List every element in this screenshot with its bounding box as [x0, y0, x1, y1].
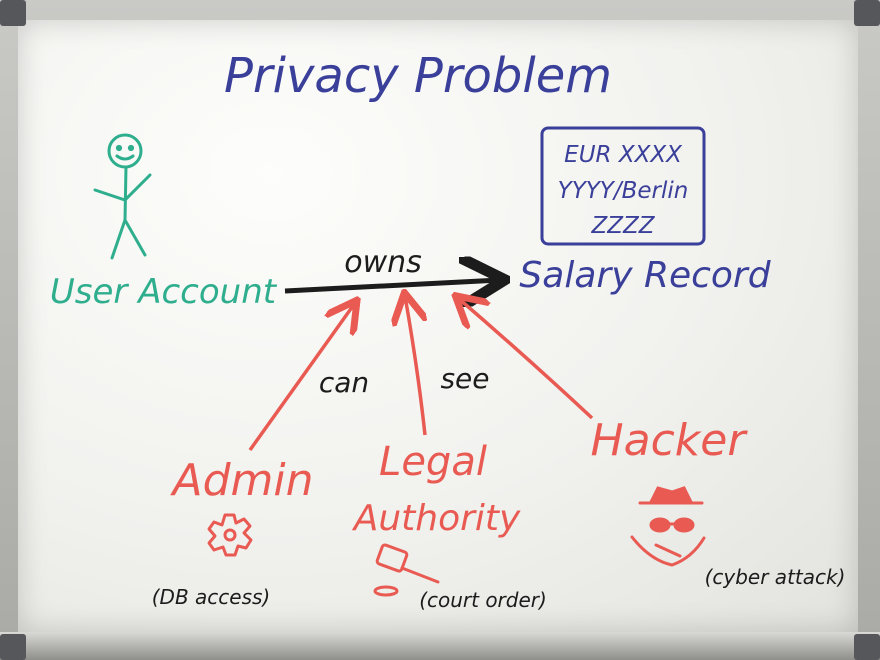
- legal-label-line1: Legal: [379, 439, 487, 485]
- spy-icon: [630, 486, 706, 567]
- see-label: see: [440, 362, 489, 395]
- frame-corner: [0, 634, 26, 660]
- frame-corner: [0, 0, 26, 26]
- legal-arrow: [405, 296, 425, 436]
- record-line-location: YYYY/Berlin: [558, 178, 689, 204]
- record-line-code: ZZZZ: [590, 213, 655, 239]
- owns-arrow: [284, 280, 500, 291]
- hacker-arrow: [458, 298, 594, 420]
- admin-note: (DB access): [152, 585, 270, 609]
- diagram-title: Privacy Problem: [224, 48, 612, 104]
- legal-note: (court order): [419, 588, 547, 612]
- gavel-icon: [373, 543, 440, 597]
- user-account-label: User Account: [50, 272, 278, 312]
- gear-icon: [207, 513, 253, 557]
- hacker-note: (cyber attack): [705, 565, 846, 589]
- salary-record-label: Salary Record: [519, 255, 771, 296]
- owns-label: owns: [344, 245, 422, 280]
- legal-label-line2: Authority: [352, 498, 521, 539]
- whiteboard-surface: [18, 20, 858, 632]
- marker-tray: [0, 632, 880, 660]
- admin-arrow: [248, 303, 355, 452]
- frame-corner: [854, 0, 880, 26]
- frame-corner: [854, 634, 880, 660]
- admin-label: Admin: [169, 455, 313, 506]
- record-line-amount: EUR XXXX: [564, 142, 683, 168]
- stick-figure-icon: [93, 133, 152, 260]
- can-label: can: [319, 366, 369, 399]
- salary-record-box: [540, 126, 706, 246]
- hacker-label: Hacker: [591, 415, 749, 466]
